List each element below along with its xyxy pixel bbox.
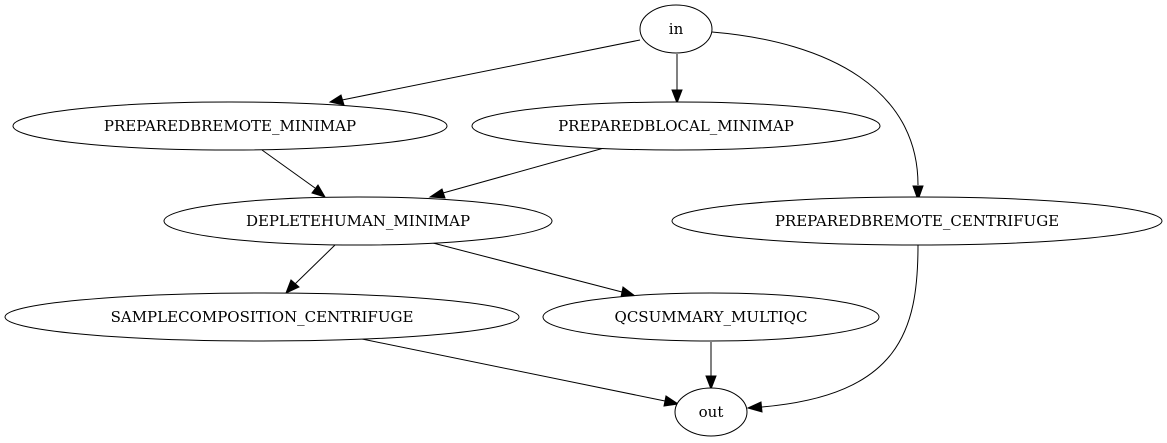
node-in: in <box>639 4 713 54</box>
edge-preparedbremote-centrifuge-to-out <box>746 244 919 413</box>
edge-qcsummary-multiqc-to-out <box>705 342 717 391</box>
edge-depletehuman-minimap-to-samplecomposition-centrifuge <box>285 244 336 294</box>
node-preparedbremote-centrifuge-label: PREPAREDBREMOTE_CENTRIFUGE <box>775 212 1059 230</box>
edge-depletehuman-minimap-to-qcsummary-multiqc <box>432 242 637 298</box>
node-qcsummary-multiqc-label: QCSUMMARY_MULTIQC <box>615 308 808 326</box>
node-preparedbremote-minimap: PREPAREDBREMOTE_MINIMAP <box>12 101 448 151</box>
edge-in-to-preparedblocal-minimap <box>671 54 683 105</box>
edge-preparedblocal-minimap-to-depletehuman-minimap <box>428 147 605 199</box>
node-out-label: out <box>699 403 724 421</box>
node-preparedblocal-minimap-label: PREPAREDBLOCAL_MINIMAP <box>558 117 794 135</box>
edge-in-to-preparedbremote-minimap <box>328 39 641 106</box>
edge-preparedbremote-minimap-to-depletehuman-minimap <box>261 149 327 198</box>
edge-in-to-preparedbremote-centrifuge <box>711 31 924 202</box>
node-qcsummary-multiqc: QCSUMMARY_MULTIQC <box>542 292 880 342</box>
node-samplecomposition-centrifuge: SAMPLECOMPOSITION_CENTRIFUGE <box>4 292 520 342</box>
node-samplecomposition-centrifuge-label: SAMPLECOMPOSITION_CENTRIFUGE <box>111 308 414 326</box>
node-depletehuman-minimap: DEPLETEHUMAN_MINIMAP <box>163 196 553 246</box>
node-in-label: in <box>669 20 684 38</box>
node-depletehuman-minimap-label: DEPLETEHUMAN_MINIMAP <box>246 212 470 230</box>
node-preparedbremote-centrifuge: PREPAREDBREMOTE_CENTRIFUGE <box>671 196 1163 246</box>
node-out: out <box>674 387 748 437</box>
node-preparedbremote-minimap-label: PREPAREDBREMOTE_MINIMAP <box>104 117 356 135</box>
edge-samplecomposition-centrifuge-to-out <box>361 338 680 407</box>
node-preparedblocal-minimap: PREPAREDBLOCAL_MINIMAP <box>471 101 881 151</box>
